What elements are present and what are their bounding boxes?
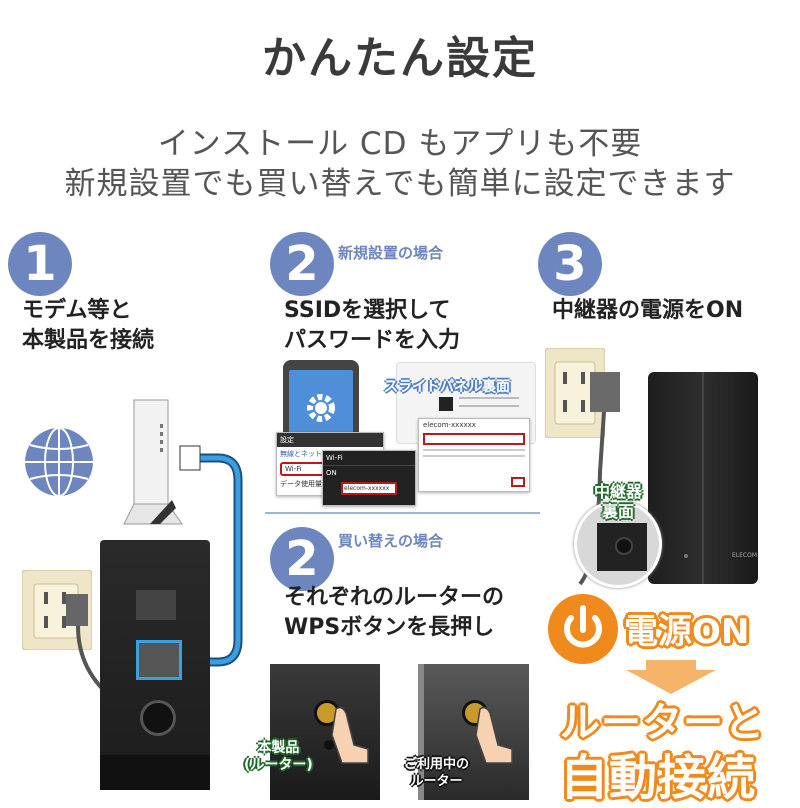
step2-new-line2: パスワードを入力 [284, 328, 461, 353]
step2-replace-line1: それぞれのルーターの [284, 585, 505, 610]
settings-screen-title: 設定 [277, 433, 383, 447]
step2-replace-case-label: 買い替えの場合 [338, 532, 444, 550]
finger-press-icon [331, 706, 369, 764]
data-usage-item: データ使用量 [280, 480, 322, 488]
this-product-label: 本製品 (ルーター) [244, 740, 313, 773]
lan-cable [179, 445, 243, 675]
section-divider [265, 512, 540, 514]
finger-press-icon-2 [475, 706, 513, 764]
slide-panel-label: スライドパネル裏面 [384, 379, 510, 395]
modem-illustration [123, 399, 183, 525]
this-product-router-photo [270, 664, 380, 800]
network-selection[interactable]: elecom-xxxxxx [341, 482, 397, 495]
repeater-device: ELECOM [648, 372, 758, 584]
globe-icon [25, 427, 93, 497]
qr-code-icon [439, 397, 453, 411]
step1-number: 1 [8, 232, 72, 296]
step1-text: モデム等と 本製品を接続 [22, 296, 154, 356]
step2-new-line1: SSIDを選択して [284, 298, 451, 323]
network-item: 無線とネットワーク [280, 450, 343, 458]
brand-logo: ELECOM [732, 552, 758, 559]
step3-line1: 中継器の電源をON [552, 298, 744, 323]
current-router-label: ご利用中の ルーター [404, 757, 470, 789]
gear-icon [307, 394, 335, 422]
network-name-label: elecom-xxxxxx [423, 421, 476, 429]
step1-line2: 本製品を接続 [22, 328, 155, 353]
wan-port-highlight [136, 640, 182, 680]
power-icon [548, 594, 618, 664]
router-stand [100, 755, 210, 790]
step2-replace-text: それぞれのルーターの WPSボタンを長押し [284, 583, 504, 643]
auto-connect-line2: 自動接続 [560, 750, 757, 806]
step2-replace-line2: WPSボタンを長押し [284, 615, 495, 640]
lan-port [136, 590, 176, 620]
subtitle-line2: 新規設置でも買い替えでも簡単に設定できます [64, 166, 736, 202]
step2-replace-number: 2 [270, 527, 334, 591]
password-screen: elecom-xxxxxx [418, 418, 530, 492]
password-field[interactable] [423, 433, 525, 445]
step2-new-case-label: 新規設置の場合 [338, 244, 444, 262]
repeater-back-label: 中継器 裏面 [594, 482, 643, 521]
step2-new-text: SSIDを選択して パスワードを入力 [284, 296, 460, 356]
down-arrow-icon [626, 660, 716, 694]
power-jack [140, 700, 176, 736]
page-title: かんたん設定 [262, 33, 538, 84]
current-router-photo [418, 664, 529, 800]
wifi-on-label: ON [323, 465, 415, 480]
connect-button[interactable] [511, 477, 525, 487]
wall-outlet-icon-right [545, 348, 605, 438]
power-on-label: 電源ON [624, 612, 750, 652]
step2-new-number: 2 [270, 232, 334, 296]
step3-number: 3 [538, 232, 602, 296]
router-back-panel [100, 540, 210, 790]
status-led [684, 554, 688, 558]
step1-line1: モデム等と [22, 298, 132, 323]
repeater-back-zoom [574, 500, 662, 588]
subtitle-line1: インストール CD もアプリも不要 [157, 126, 643, 162]
wifi-screen: Wi-Fi ON elecom-xxxxxx [322, 450, 416, 506]
auto-connect-line1: ルーターと [560, 700, 765, 746]
wifi-screen-header: Wi-Fi [326, 454, 343, 462]
